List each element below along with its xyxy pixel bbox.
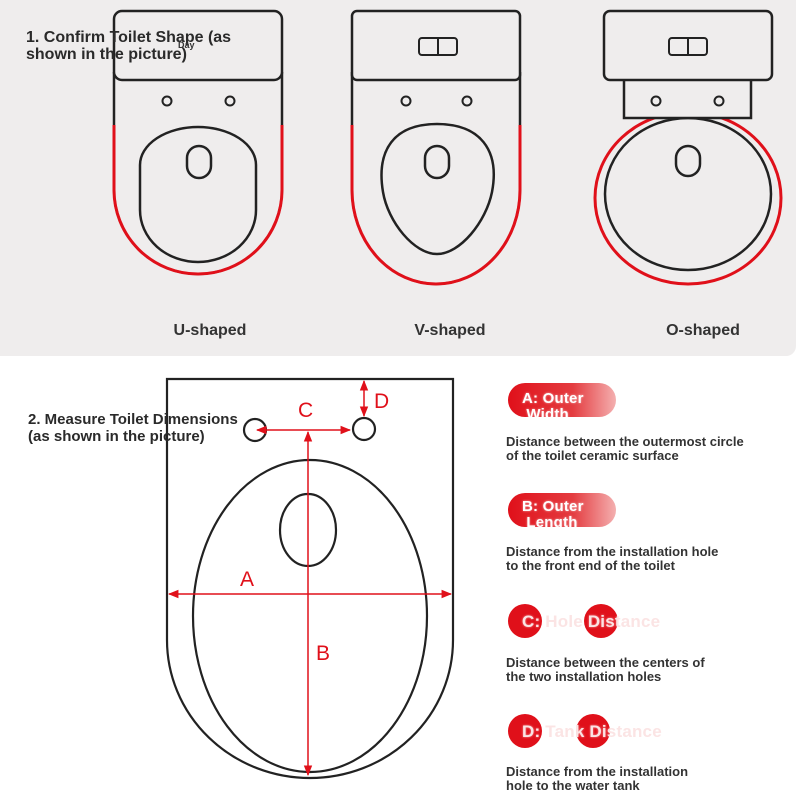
shape-label-u: U-shaped — [173, 322, 247, 339]
dimension-d-label: D — [374, 390, 389, 413]
legend-tag-c: C: Hole Distance — [508, 604, 696, 638]
legend-tag-a: A: Outer Width — [508, 383, 616, 423]
shape-label-v: V-shaped — [414, 322, 486, 339]
legend-item-c: C: Hole Distance Distance between the ce… — [506, 604, 800, 694]
dimension-c-label: C — [298, 399, 313, 422]
legend-desc-d: Distance from the installation hole to t… — [506, 764, 689, 793]
legend-desc-a: Distance between the outermost circle of… — [506, 434, 744, 463]
legend-tag-d: D: Tank Distance — [508, 714, 696, 748]
section-2-title: 2. Measure Toilet Dimensions (as shown i… — [28, 411, 238, 445]
legend-item-a: A: Outer Width Distance between the oute… — [506, 383, 800, 473]
dimension-b-label: B — [316, 642, 330, 665]
v-shaped-toilet — [350, 9, 522, 286]
legend-tag-b: B: Outer Length — [508, 493, 616, 531]
legend-desc-b: Distance from the installation hole to t… — [506, 544, 719, 573]
tank-decal-text: Day — [178, 40, 195, 50]
o-shaped-toilet — [593, 9, 783, 286]
shape-label-o: O-shaped — [666, 322, 740, 339]
dimension-a-label: A — [240, 568, 254, 591]
legend-item-d: D: Tank Distance Distance from the insta… — [506, 714, 800, 800]
dimension-diagram: A B C D — [165, 377, 455, 780]
u-shaped-toilet — [112, 9, 284, 276]
legend-item-b: B: Outer Length Distance from the instal… — [506, 493, 800, 583]
legend-desc-c: Distance between the centers of the two … — [506, 655, 705, 684]
section-1-title: 1. Confirm Toilet Shape (as shown in the… — [26, 29, 232, 63]
